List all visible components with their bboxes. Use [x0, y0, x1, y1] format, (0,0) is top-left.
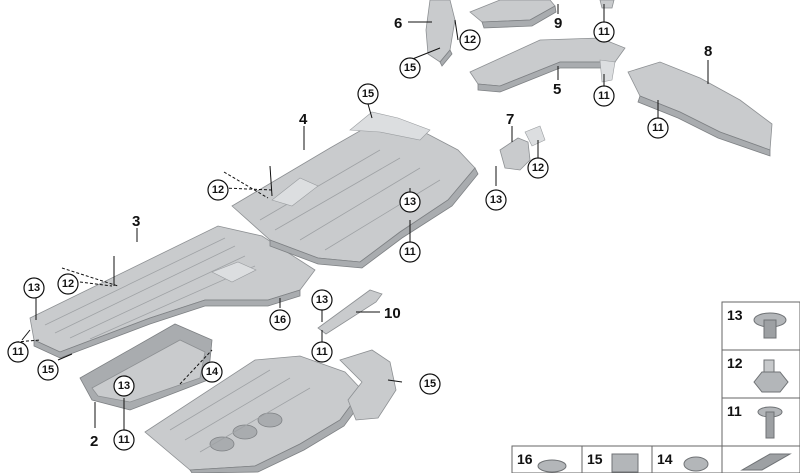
svg-text:13: 13	[118, 380, 130, 392]
svg-text:16: 16	[274, 314, 286, 326]
legend-item-13: 13	[721, 301, 800, 351]
bracket-6	[425, 0, 456, 67]
callout-12: 12	[527, 157, 549, 179]
svg-text:15: 15	[404, 62, 416, 74]
svg-text:14: 14	[206, 366, 219, 378]
svg-text:11: 11	[316, 346, 328, 358]
part-label-7: 7	[506, 111, 514, 128]
callout-16: 16	[269, 309, 291, 331]
part-label-4: 4	[299, 111, 308, 128]
underbody-panel-4	[231, 111, 479, 269]
svg-text:15: 15	[362, 88, 374, 100]
legend-item-11: 11	[721, 397, 800, 447]
callout-15: 15	[419, 373, 441, 395]
legend-item-misc	[721, 445, 800, 473]
svg-text:11: 11	[598, 90, 610, 102]
clip-top-right	[599, 0, 615, 9]
part-label-8: 8	[704, 43, 712, 60]
callout-11: 11	[399, 241, 421, 263]
callout-11: 11	[113, 429, 135, 451]
underbody-panel-1	[144, 349, 397, 473]
part-label-5: 5	[553, 81, 561, 98]
callout-13: 13	[311, 289, 333, 311]
svg-text:13: 13	[28, 282, 40, 294]
legend-item-12: 12	[721, 349, 800, 399]
callout-15: 15	[37, 359, 59, 381]
svg-text:11: 11	[727, 403, 742, 419]
svg-text:14: 14	[657, 451, 673, 467]
callout-11: 11	[593, 85, 615, 107]
part-label-6: 6	[394, 15, 402, 32]
callout-11: 11	[311, 341, 333, 363]
callout-13: 13	[399, 191, 421, 213]
callout-12: 12	[459, 29, 481, 51]
callout-12: 12	[207, 179, 229, 201]
callout-15: 15	[357, 83, 379, 105]
callout-12: 12	[57, 273, 79, 295]
strip-10	[317, 289, 383, 335]
svg-text:16: 16	[517, 451, 533, 467]
panel-9	[469, 0, 557, 29]
part-label-2: 2	[90, 433, 98, 450]
legend-item-15: 15	[581, 445, 653, 473]
svg-text:15: 15	[587, 451, 603, 467]
bracket-7	[499, 125, 546, 171]
legend-item-14: 14	[651, 445, 723, 473]
svg-text:13: 13	[490, 194, 502, 206]
svg-text:13: 13	[727, 307, 743, 323]
part-label-9: 9	[554, 15, 562, 32]
legend-item-16: 16	[511, 445, 583, 473]
part-label-3: 3	[132, 213, 140, 230]
rail-panel-8	[627, 61, 773, 157]
svg-text:15: 15	[42, 364, 54, 376]
svg-text:15: 15	[424, 378, 436, 390]
callout-13: 13	[23, 277, 45, 299]
callouts: 15 15 12 11 11 11 12 13 13 11 12 12 13 1…	[7, 21, 669, 451]
svg-text:13: 13	[404, 196, 416, 208]
bracket-panel-5	[469, 37, 626, 93]
callout-11: 11	[593, 21, 615, 43]
callout-13: 13	[485, 189, 507, 211]
svg-text:11: 11	[598, 26, 610, 38]
callout-11: 11	[647, 117, 669, 139]
callout-14: 14	[201, 361, 223, 383]
part-labels: 2 3 4 5 6 7 8 9 10	[90, 15, 712, 450]
svg-text:11: 11	[652, 122, 664, 134]
part-label-10: 10	[384, 305, 401, 322]
svg-text:12: 12	[62, 278, 74, 290]
callout-13: 13	[113, 375, 135, 397]
svg-text:12: 12	[464, 34, 476, 46]
svg-text:12: 12	[532, 162, 544, 174]
svg-text:11: 11	[118, 434, 130, 446]
underbody-panel-3	[29, 225, 316, 359]
svg-text:12: 12	[727, 355, 743, 371]
callout-15: 15	[399, 57, 421, 79]
svg-text:13: 13	[316, 294, 328, 306]
svg-text:12: 12	[212, 184, 224, 196]
svg-text:11: 11	[404, 246, 416, 258]
callout-11: 11	[7, 341, 29, 363]
fastener-legend: 13 12 11 16 15 14	[511, 301, 800, 473]
svg-text:11: 11	[12, 346, 24, 358]
